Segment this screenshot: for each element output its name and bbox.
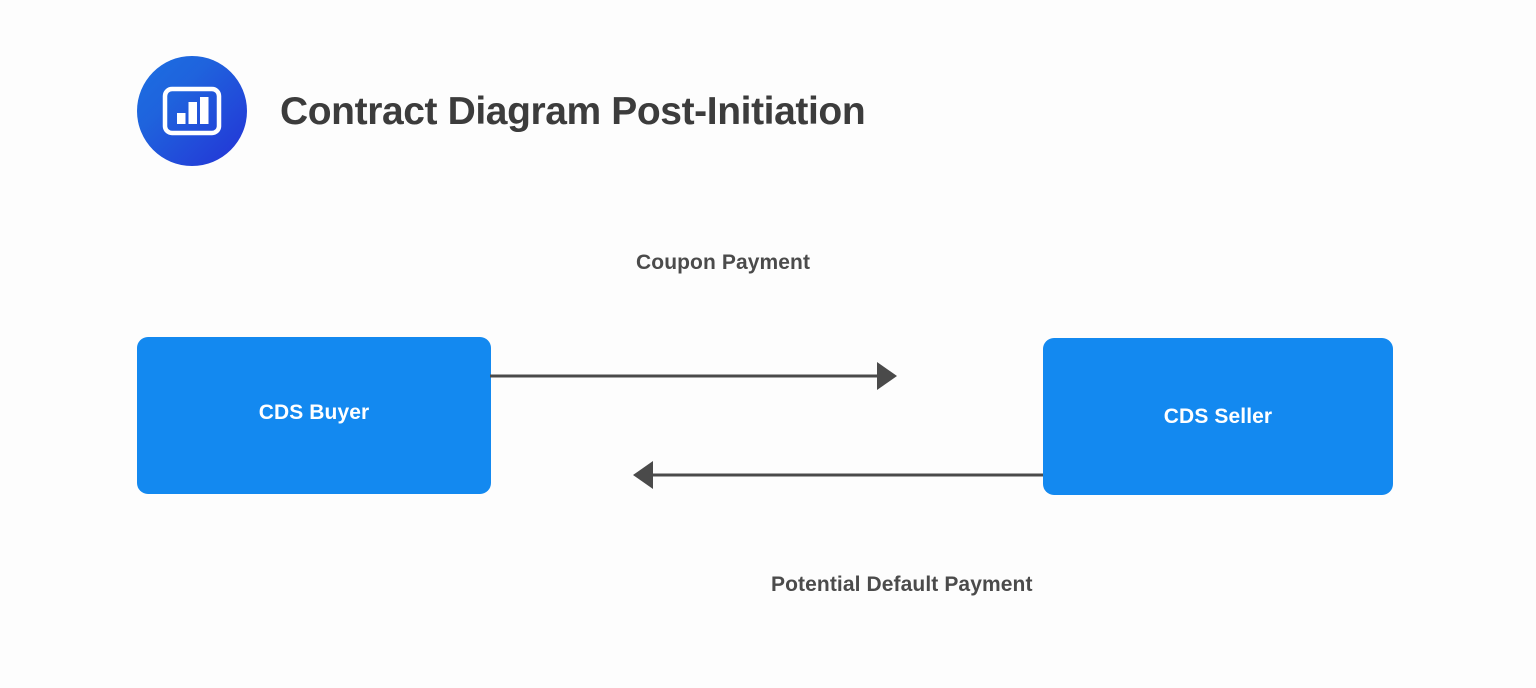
- edge-potential-default-payment-arrow: [633, 461, 1043, 489]
- arrowhead-left-icon: [633, 461, 653, 489]
- page-header: Contract Diagram Post-Initiation: [137, 55, 866, 167]
- edge-label-coupon-payment: Coupon Payment: [636, 251, 811, 274]
- arrowhead-right-icon: [877, 362, 897, 390]
- edge-label-potential-default-payment: Potential Default Payment: [771, 573, 1033, 596]
- edge-coupon-payment-arrow: [490, 362, 897, 390]
- bar-chart-icon: [137, 56, 247, 166]
- node-cds-seller-label: CDS Seller: [1163, 404, 1273, 428]
- node-cds-seller[interactable]: CDS Seller: [1043, 338, 1393, 495]
- node-cds-buyer-label: CDS Buyer: [258, 400, 370, 424]
- node-cds-buyer[interactable]: CDS Buyer: [137, 337, 491, 494]
- page-title: Contract Diagram Post-Initiation: [280, 89, 866, 133]
